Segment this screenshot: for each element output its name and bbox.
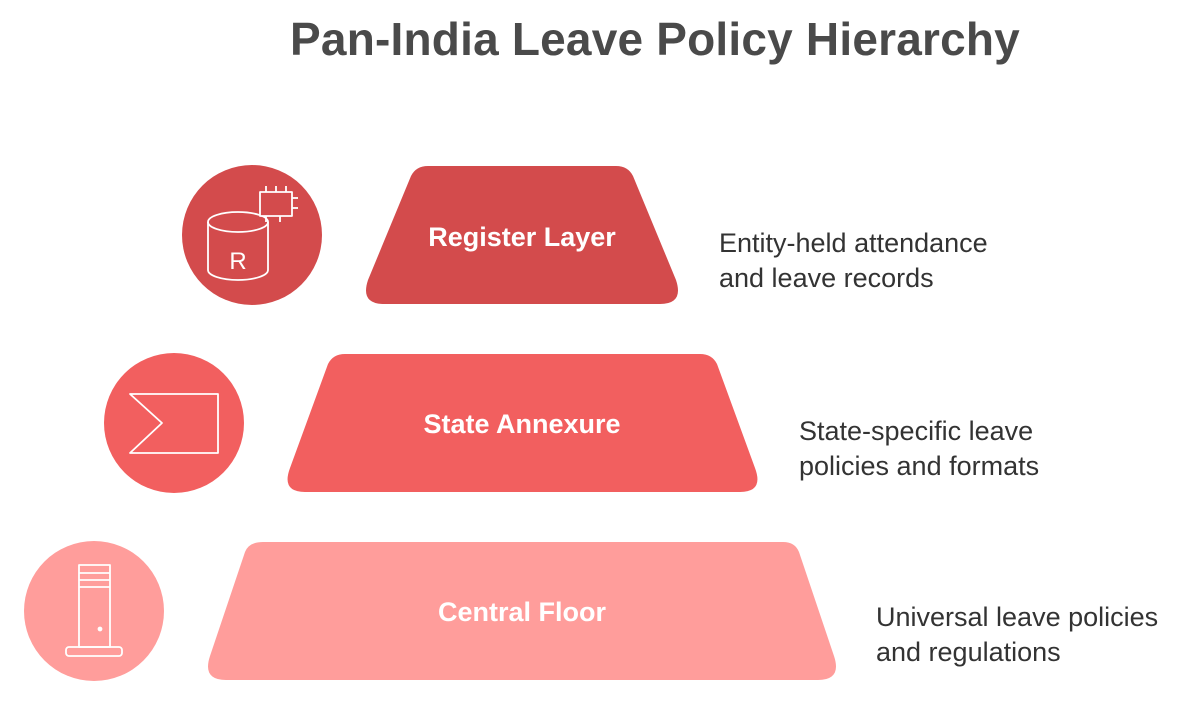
register-description-line-1: Entity-held attendance	[719, 228, 988, 258]
register-icon-badge: R	[182, 165, 322, 305]
central-description: Universal leave policies and regulations	[876, 600, 1158, 670]
layer-state-label: State Annexure	[423, 409, 620, 439]
central-icon-circle	[24, 541, 164, 681]
layer-state-shape	[287, 354, 758, 492]
page-title: Pan-India Leave Policy Hierarchy	[290, 13, 1020, 65]
central-description-line-1: Universal leave policies	[876, 602, 1159, 632]
layer-central: Central Floor	[208, 542, 836, 680]
state-description: State-specific leave policies and format…	[799, 414, 1039, 484]
register-description-line-2: and leave records	[719, 263, 934, 293]
server-tower-icon	[65, 564, 123, 657]
state-description-line-1: State-specific leave	[799, 416, 1034, 446]
database-icon	[207, 186, 298, 281]
layer-register: Register Layer	[366, 166, 678, 304]
layer-state: State Annexure	[287, 354, 758, 492]
database-icon-letter: R	[229, 248, 246, 275]
register-description: Entity-held attendance and leave records	[719, 226, 988, 296]
layer-central-shape	[208, 542, 836, 680]
central-icon-badge	[24, 541, 164, 681]
state-description-line-2: policies and formats	[799, 451, 1040, 481]
register-icon-circle	[182, 165, 322, 305]
layer-central-label: Central Floor	[438, 597, 607, 627]
flag-icon	[129, 393, 219, 454]
state-icon-circle	[104, 353, 244, 493]
layer-register-label: Register Layer	[428, 222, 616, 252]
state-icon-badge	[104, 353, 244, 493]
layer-register-shape	[366, 166, 678, 304]
central-description-line-2: and regulations	[876, 637, 1061, 667]
